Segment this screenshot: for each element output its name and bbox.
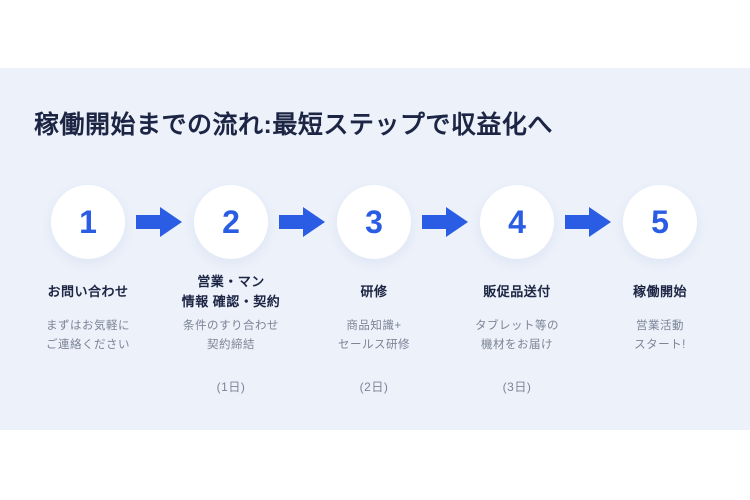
flow-step-4: 4 販促品送付 タブレット等の 機材をお届け (3日) [446, 185, 588, 395]
step-title-line: 研修 [360, 284, 388, 299]
step-number: 4 [508, 204, 526, 240]
arrow-right-icon [136, 204, 182, 240]
step-title: 販促品送付 [483, 271, 551, 313]
step-title-line: 販促品送付 [483, 284, 551, 299]
step-number: 5 [651, 204, 669, 240]
arrow-right-icon [422, 204, 468, 240]
step-description: 営業活動 スタート! [634, 317, 686, 355]
step-title-line: お問い合わせ [47, 284, 129, 299]
step-duration: (3日) [502, 380, 532, 394]
step-circle: 5 [623, 185, 697, 259]
step-description-line: タブレット等の [475, 320, 559, 332]
step-title: 営業・マン 情報 確認・契約 [182, 271, 281, 313]
step-number: 3 [365, 204, 383, 240]
flow-step-2: 2 営業・マン 情報 確認・契約 条件のすり合わせ 契約締結 (1日) [160, 185, 302, 395]
step-description-line: 条件のすり合わせ [183, 320, 279, 332]
step-description: タブレット等の 機材をお届け [475, 317, 559, 355]
step-number: 1 [79, 204, 97, 240]
arrow-right-icon [565, 204, 611, 240]
step-description-line: ご連絡ください [46, 339, 130, 351]
step-description-line: 営業活動 [635, 320, 684, 332]
flow-step-1: 1 お問い合わせ まずはお気軽に ご連絡ください [17, 185, 159, 378]
step-description-line: 機材をお届け [481, 339, 553, 351]
flow-step-3: 3 研修 商品知識+ セールス研修 (2日) [303, 185, 445, 395]
step-description-line: セールス研修 [338, 339, 410, 351]
step-number: 2 [222, 204, 240, 240]
step-circle: 1 [51, 185, 125, 259]
step-title: 稼働開始 [633, 271, 687, 313]
step-title-line: 情報 確認・契約 [181, 294, 281, 309]
step-description-line: 商品知識+ [346, 320, 402, 332]
step-circle: 3 [337, 185, 411, 259]
step-description-line: まずはお気軽に [46, 320, 130, 332]
step-description: まずはお気軽に ご連絡ください [46, 317, 130, 355]
step-title-line: 稼働開始 [632, 284, 687, 299]
step-circle: 2 [194, 185, 268, 259]
step-description: 商品知識+ セールス研修 [338, 317, 410, 355]
step-title-line: 営業・マン [197, 274, 265, 289]
step-circle: 4 [480, 185, 554, 259]
step-duration: (2日) [359, 380, 389, 394]
flow-step-5: 5 稼働開始 営業活動 スタート! [589, 185, 731, 378]
arrow-right-icon [279, 204, 325, 240]
step-duration: (1日) [216, 380, 246, 394]
page-title: 稼働開始までの流れ:最短ステップで収益化へ [34, 110, 553, 139]
step-description-line: スタート! [634, 339, 686, 351]
step-description: 条件のすり合わせ 契約締結 [183, 317, 279, 355]
step-title: 研修 [360, 271, 387, 313]
step-description-line: 契約締結 [207, 339, 255, 351]
step-title: お問い合わせ [47, 271, 128, 313]
